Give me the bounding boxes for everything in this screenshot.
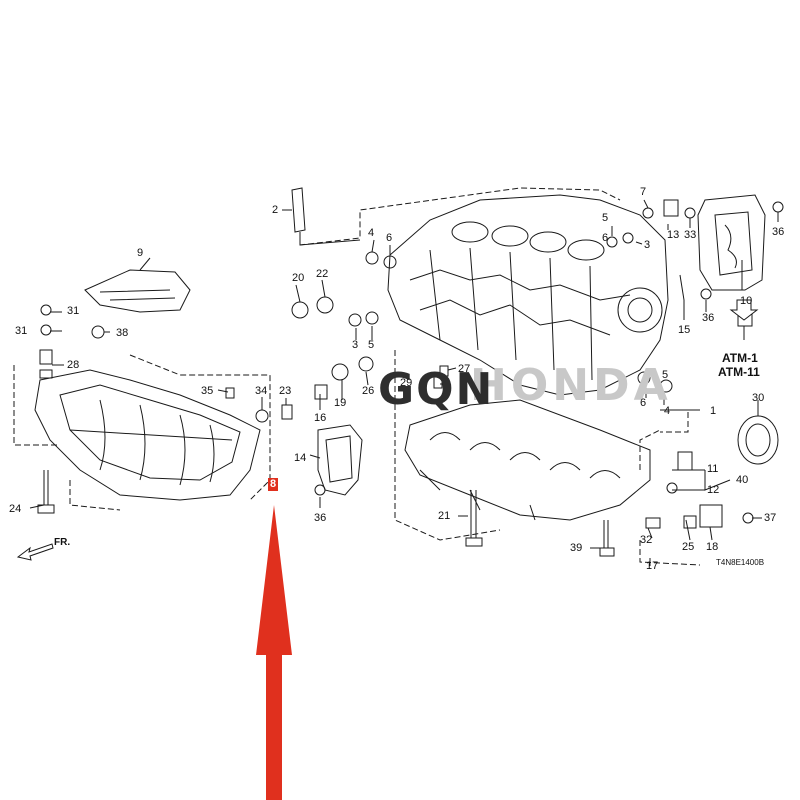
gasket-drawing <box>317 424 363 496</box>
red-pointer-arrow-icon <box>256 505 292 800</box>
callout: 9 <box>137 247 144 259</box>
callout: 21 <box>438 510 451 522</box>
callout: 16 <box>314 412 327 424</box>
callout: 32 <box>640 534 653 546</box>
callout: 13 <box>667 229 680 241</box>
baffle-plate-drawing <box>84 269 191 313</box>
watermark: GQN <box>378 364 495 415</box>
callout: 14 <box>294 452 307 464</box>
down-arrow-icon <box>729 299 759 321</box>
lower-block-drawing <box>404 399 651 521</box>
callout: 35 <box>201 385 214 397</box>
callout: 29 <box>400 377 413 389</box>
side-cover-drawing <box>697 194 766 291</box>
callout: 38 <box>116 327 129 339</box>
callout: 17 <box>646 560 659 572</box>
callout: 30 <box>752 392 765 404</box>
callout: 3 <box>644 239 651 251</box>
callout: 33 <box>684 229 697 241</box>
faded-brand-watermark: HONDA <box>470 360 672 411</box>
front-label: FR. <box>54 537 71 548</box>
atm-reference: ATM-11 <box>718 365 760 379</box>
callout: 4 <box>664 405 671 417</box>
callout: 15 <box>678 324 691 336</box>
callout: 19 <box>334 397 347 409</box>
front-direction-arrow-icon <box>16 543 54 561</box>
callout: 20 <box>292 272 305 284</box>
callout: 10 <box>740 295 753 307</box>
callout: 27 <box>458 363 471 375</box>
callout: 31 <box>15 325 28 337</box>
callout: 5 <box>602 212 609 224</box>
callout: 24 <box>9 503 22 515</box>
callout: 36 <box>314 512 327 524</box>
callout: 1 <box>710 405 717 417</box>
callout: 25 <box>682 541 695 553</box>
cylinder-block-drawing <box>387 194 669 396</box>
callout: 40 <box>736 474 749 486</box>
callout: 2 <box>272 204 279 216</box>
callout: 26 <box>362 385 375 397</box>
callout: 12 <box>707 484 720 496</box>
callout: 5 <box>368 339 375 351</box>
callout: 23 <box>279 385 292 397</box>
drawing-code: T4N8E1400B <box>716 558 765 567</box>
callout: 37 <box>764 512 777 524</box>
callout: 3 <box>352 339 359 351</box>
callout: 5 <box>662 369 669 381</box>
callout: 6 <box>386 232 393 244</box>
callout: 4 <box>368 227 375 239</box>
callout: 6 <box>640 397 647 409</box>
callout: 34 <box>255 385 268 397</box>
callout: 28 <box>67 359 80 371</box>
callout: 31 <box>67 305 80 317</box>
highlighted-callout: 8 <box>268 478 279 491</box>
callout: 36 <box>772 226 785 238</box>
callout: 36 <box>702 312 715 324</box>
callout: 22 <box>316 268 329 280</box>
callout: 39 <box>570 542 583 554</box>
callout: 18 <box>706 541 719 553</box>
callout: 11 <box>707 463 719 475</box>
atm-reference: ATM-1 <box>722 351 758 365</box>
callout: 7 <box>640 186 647 198</box>
callout: 6 <box>602 232 609 244</box>
